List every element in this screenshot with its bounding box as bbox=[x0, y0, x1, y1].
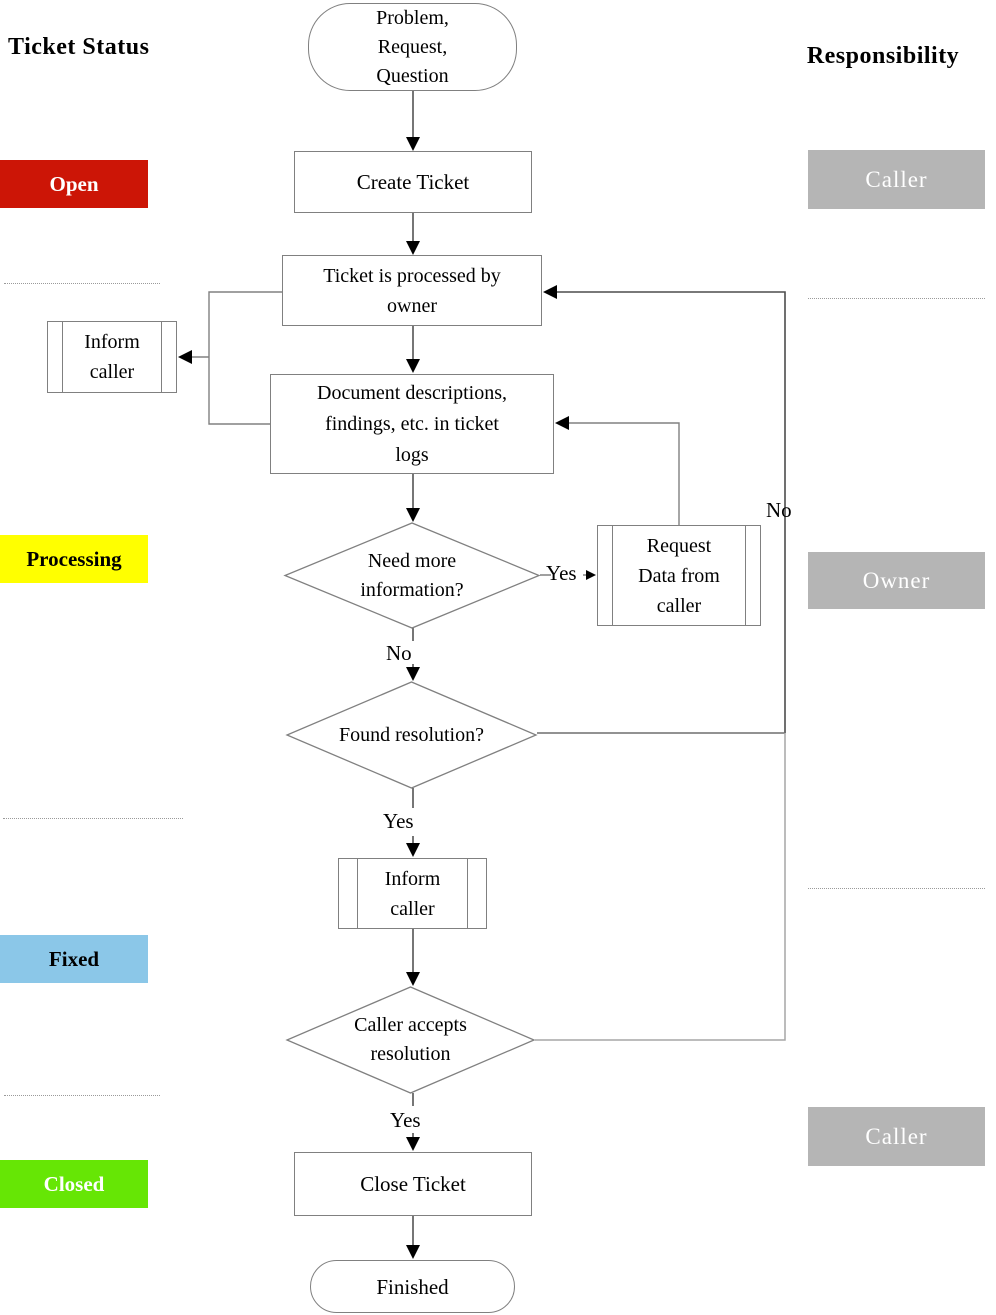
responsibility-caller-top: Caller bbox=[808, 150, 985, 209]
subroutine-bar-icon bbox=[745, 526, 746, 625]
status-processing-label: Processing bbox=[26, 546, 122, 571]
status-processing: Processing bbox=[0, 535, 148, 583]
node-start-terminator: Problem, Request, Question bbox=[308, 3, 517, 91]
responsibility-owner-label: Owner bbox=[862, 567, 931, 593]
lane-divider-right-2 bbox=[808, 888, 985, 889]
node-inform-caller-mid-label: Inform caller bbox=[384, 867, 441, 920]
lane-divider-right-1 bbox=[808, 298, 985, 299]
lane-divider-left-1 bbox=[4, 283, 160, 284]
subroutine-bar-icon bbox=[467, 859, 468, 928]
status-open: Open bbox=[0, 160, 148, 208]
responsibility-caller-bottom: Caller bbox=[808, 1107, 985, 1166]
status-closed-label: Closed bbox=[43, 1171, 105, 1196]
subroutine-bar-icon bbox=[161, 322, 162, 392]
diamond-shape bbox=[285, 986, 536, 1094]
node-found-resolution-label: Found resolution? bbox=[339, 723, 484, 746]
node-found-resolution-decision: Found resolution? bbox=[285, 681, 538, 789]
node-inform-caller-left-label: Inform caller bbox=[84, 331, 140, 383]
edge-label-need-more-no: No bbox=[386, 641, 412, 665]
node-close-ticket: Close Ticket bbox=[294, 1152, 532, 1216]
node-inform-caller-mid: Inform caller bbox=[338, 858, 487, 929]
responsibility-owner: Owner bbox=[808, 552, 985, 609]
edge-label-need-more-yes: Yes bbox=[546, 561, 577, 585]
node-inform-caller-left: Inform caller bbox=[47, 321, 177, 393]
edge-label-found-yes: Yes bbox=[383, 809, 414, 833]
status-open-label: Open bbox=[49, 171, 99, 196]
responsibility-caller-top-label: Caller bbox=[865, 166, 928, 192]
node-caller-accepts-label: Caller accepts resolution bbox=[354, 1014, 467, 1065]
lane-divider-left-2 bbox=[3, 818, 183, 819]
node-document-ticket-logs: Document descriptions, findings, etc. in… bbox=[270, 374, 554, 474]
status-fixed-label: Fixed bbox=[48, 946, 100, 971]
node-need-more-information-decision: Need more information? bbox=[283, 522, 541, 629]
subroutine-bar-icon bbox=[357, 859, 358, 928]
lane-divider-left-3 bbox=[4, 1095, 160, 1096]
node-finished-terminator: Finished bbox=[310, 1260, 515, 1313]
node-request-data-from-caller: Request Data from caller bbox=[597, 525, 761, 626]
edge-label-loop-no: No bbox=[766, 498, 792, 522]
node-create-ticket: Create Ticket bbox=[294, 151, 532, 213]
responsibility-caller-bottom-label: Caller bbox=[865, 1123, 928, 1149]
subroutine-bar-icon bbox=[612, 526, 613, 625]
diamond-shape bbox=[285, 681, 538, 789]
responsibility-title: Responsibility bbox=[806, 43, 960, 69]
subroutine-bar-icon bbox=[62, 322, 63, 392]
node-caller-accepts-decision: Caller accepts resolution bbox=[285, 986, 536, 1094]
diamond-shape bbox=[283, 522, 541, 629]
node-ticket-processed-by-owner: Ticket is processed by owner bbox=[282, 255, 542, 326]
status-closed: Closed bbox=[0, 1160, 148, 1208]
node-need-more-information-label: Need more information? bbox=[360, 549, 464, 601]
edge-label-accepts-yes: Yes bbox=[390, 1108, 421, 1132]
node-request-data-label: Request Data from caller bbox=[638, 534, 720, 617]
status-fixed: Fixed bbox=[0, 935, 148, 983]
ticket-status-title: Ticket Status bbox=[8, 34, 150, 60]
